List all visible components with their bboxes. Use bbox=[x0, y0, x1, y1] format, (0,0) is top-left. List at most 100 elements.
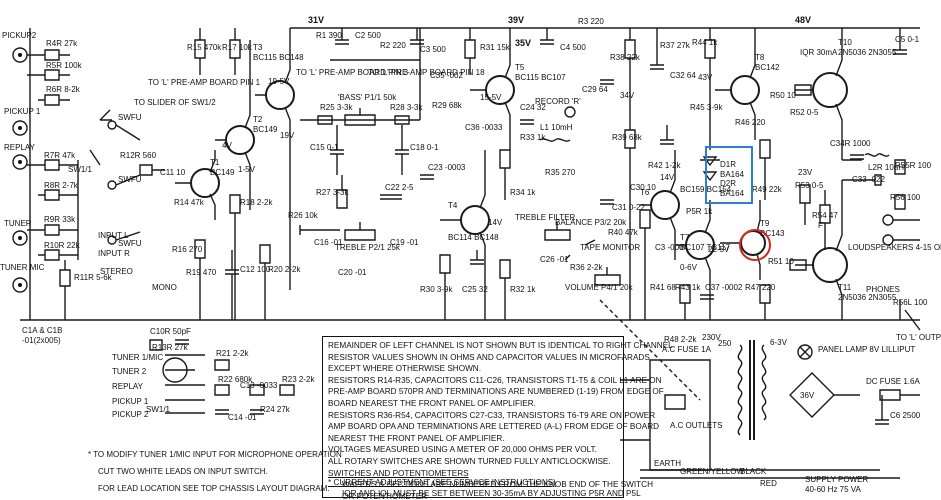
svg-text:R26 10k: R26 10k bbox=[288, 211, 319, 220]
svg-text:C5 0-1: C5 0-1 bbox=[895, 35, 920, 44]
svg-text:C35 -002: C35 -002 bbox=[430, 71, 463, 80]
svg-text:22-5V: 22-5V bbox=[708, 245, 730, 254]
svg-text:VOLUME P4/1 20k: VOLUME P4/1 20k bbox=[565, 283, 634, 292]
svg-text:F: F bbox=[818, 221, 823, 230]
svg-text:R4R 27k: R4R 27k bbox=[46, 39, 78, 48]
svg-text:R7R 47k: R7R 47k bbox=[44, 151, 76, 160]
svg-text:R11R 5-6k: R11R 5-6k bbox=[74, 273, 113, 282]
svg-text:C3 -0004: C3 -0004 bbox=[655, 243, 688, 252]
svg-text:C22 2-5: C22 2-5 bbox=[385, 183, 414, 192]
svg-text:T1: T1 bbox=[210, 158, 220, 167]
svg-text:C20 -01: C20 -01 bbox=[338, 268, 367, 277]
svg-text:R50 10: R50 10 bbox=[770, 91, 796, 100]
svg-text:19V: 19V bbox=[280, 131, 295, 140]
svg-text:C26 -01: C26 -01 bbox=[540, 255, 569, 264]
svg-text:TAPE MONITOR: TAPE MONITOR bbox=[580, 243, 640, 252]
svg-text:R9R 33k: R9R 33k bbox=[44, 215, 76, 224]
svg-text:R36 2-2k: R36 2-2k bbox=[570, 263, 603, 272]
svg-text:TREBLE P2/1 25k: TREBLE P2/1 25k bbox=[335, 243, 401, 252]
input-network bbox=[27, 49, 112, 320]
svg-text:C11 10: C11 10 bbox=[160, 168, 186, 177]
svg-text:TO 'L' PRE-AMP BOARD PIN 3: TO 'L' PRE-AMP BOARD PIN 3 bbox=[296, 68, 409, 77]
svg-text:C24 32: C24 32 bbox=[520, 103, 546, 112]
rail-48v: 48V bbox=[795, 15, 811, 25]
svg-text:14V: 14V bbox=[660, 173, 675, 182]
svg-text:R35 270: R35 270 bbox=[545, 168, 576, 177]
svg-text:BC115 BC107: BC115 BC107 bbox=[515, 73, 566, 82]
svg-text:BC143: BC143 bbox=[760, 229, 785, 238]
svg-text:15-5V: 15-5V bbox=[480, 93, 502, 102]
svg-text:C4 500: C4 500 bbox=[560, 43, 586, 52]
svg-text:STEREO: STEREO bbox=[100, 267, 133, 276]
svg-text:C33 -022: C33 -022 bbox=[852, 175, 885, 184]
svg-text:EARTH: EARTH bbox=[654, 459, 681, 468]
svg-text:A.C OUTLETS: A.C OUTLETS bbox=[670, 421, 722, 430]
svg-text:BC115 BC148: BC115 BC148 bbox=[253, 53, 304, 62]
svg-text:R47 220: R47 220 bbox=[745, 283, 776, 292]
label-tuner-mic: TUNER MIC bbox=[0, 263, 45, 272]
svg-text:BC114 BC148: BC114 BC148 bbox=[448, 233, 499, 242]
svg-text:PHONES: PHONES bbox=[866, 285, 900, 294]
svg-text:INPUT R: INPUT R bbox=[98, 249, 130, 258]
svg-text:T2: T2 bbox=[253, 115, 263, 124]
svg-text:34V: 34V bbox=[620, 91, 635, 100]
rail-31v: 31V bbox=[308, 15, 324, 25]
svg-text:C6 2500: C6 2500 bbox=[890, 411, 921, 420]
svg-text:C29 64: C29 64 bbox=[582, 85, 608, 94]
notes-box bbox=[322, 336, 624, 498]
svg-text:PICKUP 1: PICKUP 1 bbox=[112, 397, 149, 406]
svg-text:T8: T8 bbox=[755, 53, 765, 62]
input-jacks bbox=[12, 47, 28, 293]
svg-text:C25 32: C25 32 bbox=[462, 285, 488, 294]
svg-text:R24 27k: R24 27k bbox=[260, 405, 291, 414]
svg-text:4V: 4V bbox=[222, 141, 232, 150]
tone-controls bbox=[299, 28, 434, 241]
svg-text:R31 15k: R31 15k bbox=[480, 43, 511, 52]
svg-text:R19 470: R19 470 bbox=[186, 268, 217, 277]
svg-text:R1 390: R1 390 bbox=[316, 31, 342, 40]
svg-text:P5R 1k: P5R 1k bbox=[686, 207, 713, 216]
svg-text:C30 10: C30 10 bbox=[630, 183, 656, 192]
svg-text:LOUDSPEAKERS 4-15 OHMS: LOUDSPEAKERS 4-15 OHMS bbox=[848, 243, 941, 252]
diode-highlight-box bbox=[705, 146, 753, 204]
svg-text:R30 3-9k: R30 3-9k bbox=[420, 285, 453, 294]
svg-text:R40 47k: R40 47k bbox=[608, 228, 639, 237]
svg-text:T7: T7 bbox=[680, 233, 690, 242]
svg-text:TO 'L' PRE-AMP BOARD PIN 18: TO 'L' PRE-AMP BOARD PIN 18 bbox=[368, 68, 485, 77]
svg-text:R6R 8-2k: R6R 8-2k bbox=[46, 85, 81, 94]
svg-text:C16 -01: C16 -01 bbox=[314, 238, 343, 247]
svg-text:R14 47k: R14 47k bbox=[174, 198, 205, 207]
svg-text:PANEL LAMP 8V LILLIPUT: PANEL LAMP 8V LILLIPUT bbox=[818, 345, 915, 354]
power-supply bbox=[620, 340, 920, 479]
output-terminals bbox=[882, 214, 921, 331]
svg-text:BLACK: BLACK bbox=[740, 467, 767, 476]
svg-text:R45 3-9k: R45 3-9k bbox=[690, 103, 723, 112]
svg-text:R15 470k: R15 470k bbox=[187, 43, 222, 52]
svg-text:R55R 100: R55R 100 bbox=[895, 161, 932, 170]
svg-text:C31 0-22: C31 0-22 bbox=[612, 203, 645, 212]
svg-text:BC149: BC149 bbox=[253, 125, 278, 134]
svg-text:C34R 1000: C34R 1000 bbox=[830, 139, 871, 148]
svg-text:PICKUP 2: PICKUP 2 bbox=[112, 410, 149, 419]
svg-text:6-3V: 6-3V bbox=[770, 338, 788, 347]
svg-text:R16 270: R16 270 bbox=[172, 245, 203, 254]
svg-text:T10: T10 bbox=[838, 38, 852, 47]
svg-text:TO 'L' OUTPUT: TO 'L' OUTPUT bbox=[896, 333, 941, 342]
preamp-stage-2 bbox=[439, 28, 571, 320]
svg-text:-01(2x005): -01(2x005) bbox=[22, 336, 61, 345]
svg-text:40-60 Hz 75 VA: 40-60 Hz 75 VA bbox=[805, 485, 862, 494]
preamp-stage-1 bbox=[175, 28, 295, 320]
notes-block: REMAINDER OF LEFT CHANNEL IS NOT SHOWN B… bbox=[328, 341, 673, 500]
selector-switch-sw1 bbox=[149, 339, 295, 415]
svg-text:36V: 36V bbox=[800, 391, 815, 400]
svg-text:R56 100: R56 100 bbox=[890, 193, 921, 202]
svg-text:R42 1-2k: R42 1-2k bbox=[648, 161, 681, 170]
svg-text:GREEN/YELLOW: GREEN/YELLOW bbox=[680, 467, 744, 476]
svg-text:R25 3-3k: R25 3-3k bbox=[320, 103, 353, 112]
svg-text:TREBLE FILTER: TREBLE FILTER bbox=[515, 213, 576, 222]
svg-text:D1R: D1R bbox=[720, 160, 736, 169]
svg-text:R3 220: R3 220 bbox=[578, 17, 604, 26]
svg-text:BC142: BC142 bbox=[755, 63, 780, 72]
svg-text:T11: T11 bbox=[838, 283, 852, 292]
svg-text:43V: 43V bbox=[698, 73, 713, 82]
